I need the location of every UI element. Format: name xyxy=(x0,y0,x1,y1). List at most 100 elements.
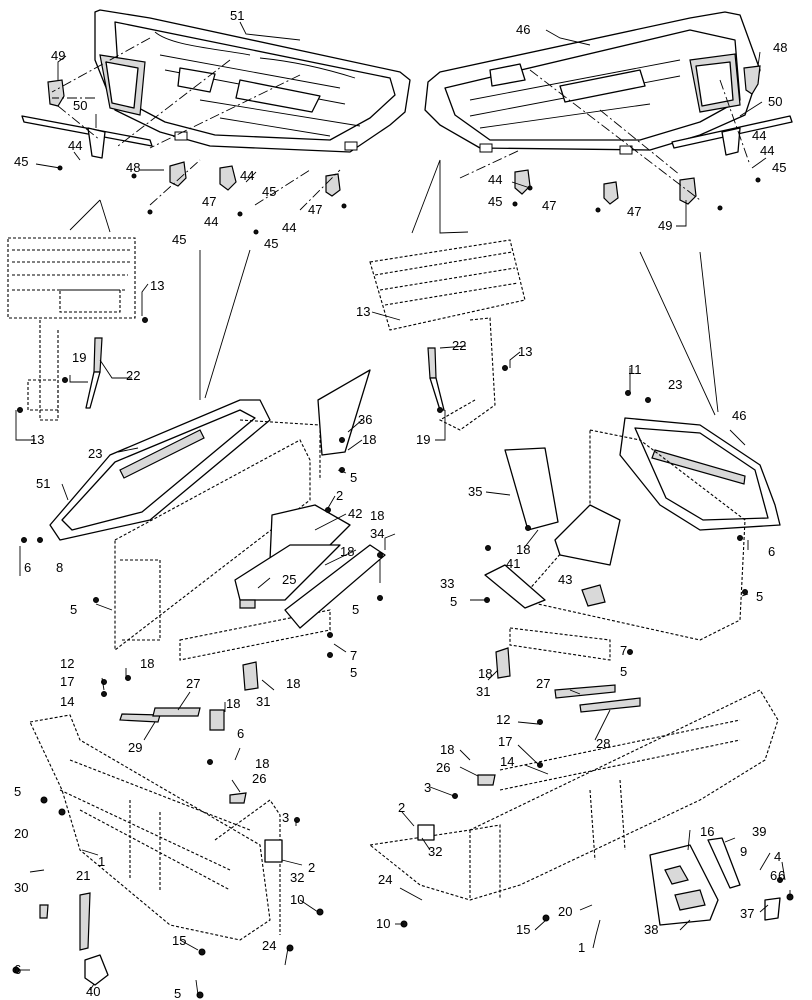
callout-label: 18 xyxy=(440,742,454,757)
callout-label: 17 xyxy=(498,734,512,749)
callout-label: 13 xyxy=(356,304,370,319)
callout-label: 2 xyxy=(308,860,315,875)
foot-37 xyxy=(764,897,781,921)
callout-label: 14 xyxy=(500,754,514,769)
strips-27-28 xyxy=(554,684,641,713)
callout-label: 10 xyxy=(290,892,304,907)
callout-label: 18 xyxy=(340,544,354,559)
callout-label: 20 xyxy=(558,904,572,919)
callout-label: 27 xyxy=(186,676,200,691)
callout-label: 35 xyxy=(468,484,482,499)
callout-label: 45 xyxy=(488,194,502,209)
callout-label: 12 xyxy=(60,656,74,671)
callout-leaders xyxy=(15,21,791,996)
callout-label: 13 xyxy=(30,432,44,447)
callout-label: 18 xyxy=(516,542,530,557)
callout-label: 47 xyxy=(627,204,641,219)
callout-label: 13 xyxy=(150,278,164,293)
callout-label: 30 xyxy=(14,880,28,895)
callout-label: 48 xyxy=(773,40,787,55)
callout-label: 49 xyxy=(51,48,65,63)
callout-label: 10 xyxy=(376,916,390,931)
callout-label: 18 xyxy=(362,432,376,447)
base-frame-left xyxy=(29,714,281,941)
callout-label: 50 xyxy=(768,94,782,109)
callout-label: 29 xyxy=(128,740,142,755)
pad-31-right xyxy=(495,647,511,679)
cover-panel-46-top xyxy=(424,11,761,155)
callout-label: 31 xyxy=(476,684,490,699)
callout-label: 6 xyxy=(14,962,21,977)
callout-label: 22 xyxy=(452,338,466,353)
callout-label: 9 xyxy=(740,844,747,859)
callout-label: 40 xyxy=(86,984,100,999)
callout-label: 13 xyxy=(518,344,532,359)
callout-label: 37 xyxy=(740,906,754,921)
strips-27-29 xyxy=(119,707,225,731)
callout-label: 3 xyxy=(282,810,289,825)
callout-label: 5 xyxy=(620,664,627,679)
gas-strut-22-right xyxy=(427,347,445,411)
callout-label: 48 xyxy=(126,160,140,175)
callout-label: 32 xyxy=(290,870,304,885)
callout-label: 1 xyxy=(578,940,585,955)
callout-label: 5 xyxy=(14,784,21,799)
callout-label: 47 xyxy=(308,202,322,217)
panels-42-34-25 xyxy=(234,504,386,629)
callout-label: 44 xyxy=(68,138,82,153)
callout-label: 22 xyxy=(126,368,140,383)
callout-label: 45 xyxy=(14,154,28,169)
callout-label: 46 xyxy=(732,408,746,423)
callout-label: 31 xyxy=(256,694,270,709)
callout-label: 14 xyxy=(60,694,74,709)
callout-label: 4 xyxy=(774,849,781,864)
callout-label: 5 xyxy=(174,986,181,1000)
callout-label: 23 xyxy=(668,377,682,392)
arm-39 xyxy=(707,837,741,889)
hood-frame-left xyxy=(7,237,136,421)
callout-label: 15 xyxy=(516,922,530,937)
callout-label: 23 xyxy=(88,446,102,461)
callout-label: 20 xyxy=(14,826,28,841)
seal-32-right xyxy=(417,824,435,841)
base-frame-right xyxy=(368,689,779,901)
callout-label: 18 xyxy=(478,666,492,681)
callout-label: 11 xyxy=(628,362,642,377)
hood-frame-right xyxy=(369,239,526,431)
callout-label: 46 xyxy=(516,22,530,37)
bracket-40 xyxy=(39,892,109,986)
callout-label: 18 xyxy=(370,508,384,523)
latch-47-group xyxy=(219,165,619,205)
callout-label: 19 xyxy=(416,432,430,447)
callout-label: 1 xyxy=(98,854,105,869)
callout-label: 6 xyxy=(24,560,31,575)
callout-label: 7 xyxy=(350,648,357,663)
callout-label: 25 xyxy=(282,572,296,587)
callout-label: 6 xyxy=(770,868,777,883)
callout-label: 41 xyxy=(506,556,520,571)
callout-label: 26 xyxy=(252,771,266,786)
panel-36 xyxy=(317,369,371,456)
callout-label: 47 xyxy=(542,198,556,213)
callout-label: 45 xyxy=(264,236,278,251)
plate-26-right xyxy=(477,774,496,786)
callout-label: 49 xyxy=(658,218,672,233)
callout-labels: 51 46 49 48 50 50 44 45 48 44 45 47 44 4… xyxy=(14,8,787,1000)
callout-label: 6 xyxy=(768,544,775,559)
callout-label: 26 xyxy=(436,760,450,775)
callout-label: 45 xyxy=(262,184,276,199)
callout-label: 18 xyxy=(140,656,154,671)
callout-label: 19 xyxy=(72,350,86,365)
callout-label: 5 xyxy=(350,665,357,680)
callout-label: 50 xyxy=(73,98,87,113)
bracket-50-right xyxy=(671,115,793,156)
callout-label: 8 xyxy=(56,560,63,575)
panels-41-33-43 xyxy=(484,504,621,609)
callout-label: 2 xyxy=(336,488,343,503)
clip-49-left xyxy=(47,79,65,107)
callout-label: 24 xyxy=(262,938,276,953)
callout-label: 39 xyxy=(752,824,766,839)
panel-35 xyxy=(504,447,559,531)
callout-label: 43 xyxy=(558,572,572,587)
clip-48-right xyxy=(743,65,761,95)
